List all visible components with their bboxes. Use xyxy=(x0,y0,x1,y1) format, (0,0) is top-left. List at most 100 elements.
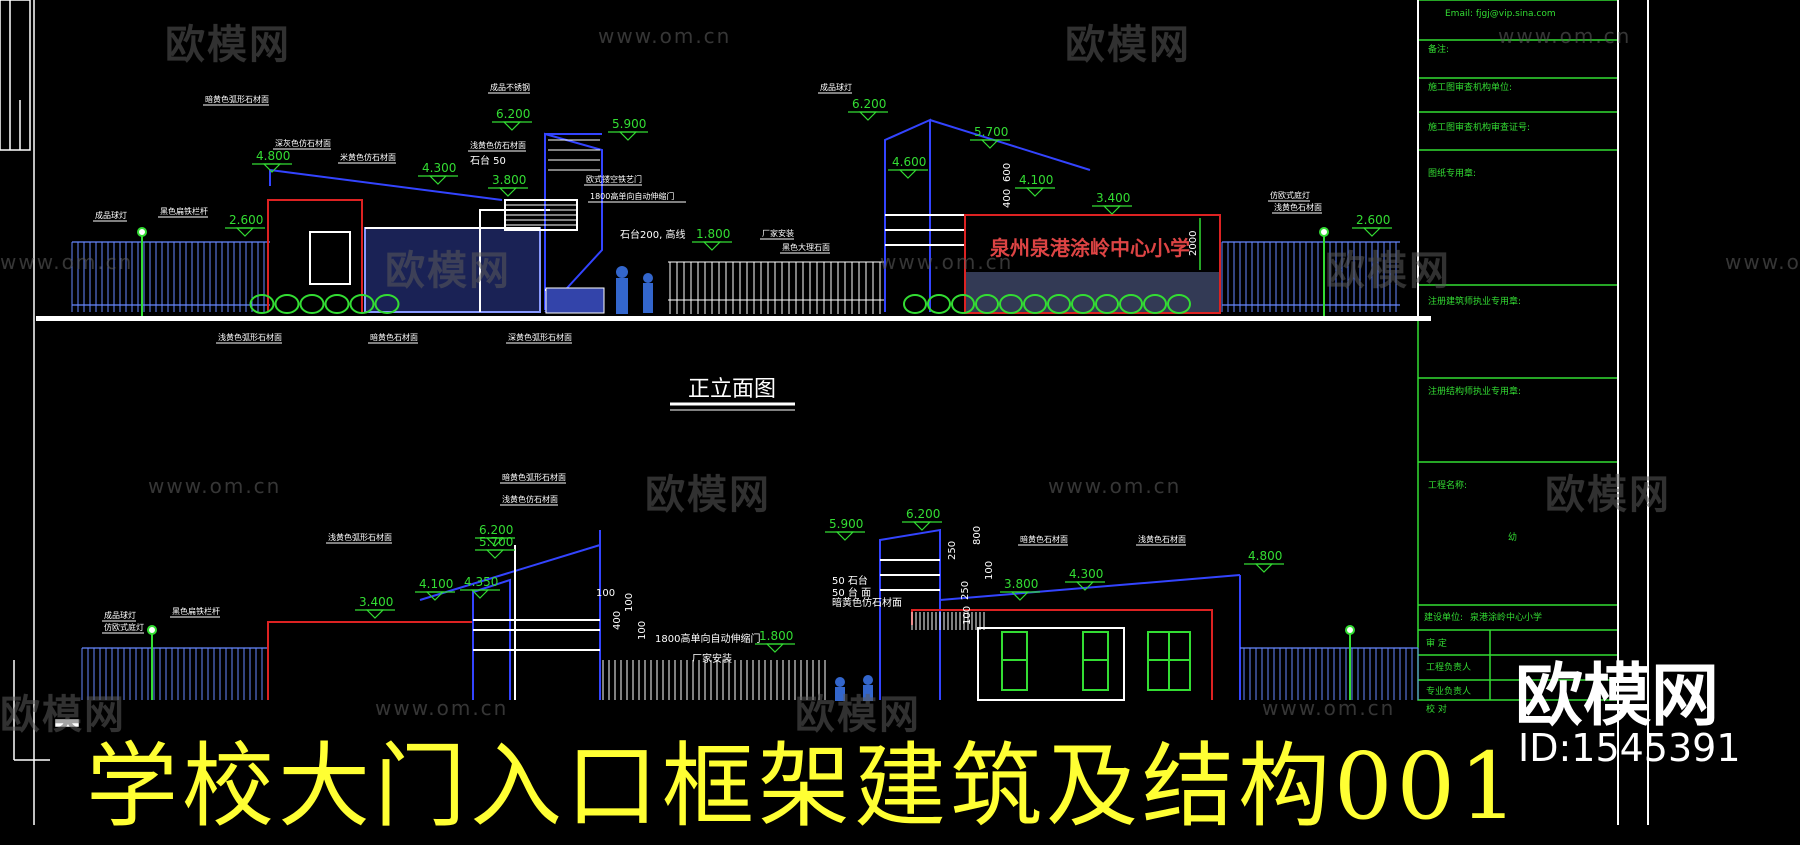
watermark-logo-4: 欧模网 xyxy=(1325,248,1451,294)
rear-level-label: 5.700 xyxy=(479,535,513,549)
rear-level-marker: 3.800 xyxy=(1000,577,1040,601)
rear-level-marker: 4.800 xyxy=(1244,549,1284,573)
front-annotation: 浅黄色仿石材面 xyxy=(470,140,526,150)
title-row-review-unit: 施工图审查机构单位: xyxy=(1428,81,1512,93)
front-level-marker: 6.200 xyxy=(848,97,888,121)
front-annotation: 仿欧式庭灯 xyxy=(1270,190,1310,200)
title-row-architect-seal: 注册建筑师执业专用章: xyxy=(1428,295,1521,307)
front-level-label: 2.600 xyxy=(229,213,263,227)
rear-dim-label: 100 xyxy=(962,606,973,625)
title-block-frame xyxy=(1417,0,1619,701)
rear-level-marker: 1.800 xyxy=(755,629,795,653)
hedge-shrub xyxy=(1119,294,1143,314)
rear-annotation: 浅黄色仿石材面 xyxy=(502,494,558,504)
rear-dim-label: 100 xyxy=(596,588,615,599)
hedge-shrub xyxy=(349,294,375,314)
front-level-label: 5.700 xyxy=(974,125,1008,139)
front-retractable-gate xyxy=(668,261,885,301)
cad-drawing: Email: fjgj@vip.sina.com 备注: 施工图审查机构单位: … xyxy=(0,0,1649,825)
rear-dim-label: 暗黄色仿石材面 xyxy=(832,596,902,609)
front-level-marker: 2.600 xyxy=(1352,213,1392,237)
hedge-shrub xyxy=(249,294,275,314)
rear-dim-label: 400 xyxy=(612,611,623,630)
front-left-fence xyxy=(72,241,270,306)
front-sign-text: 泉州泉港涂岭中心小学 xyxy=(989,236,1190,260)
rear-level-marker: 5.900 xyxy=(825,517,865,541)
title-row-structure-seal: 注册结构师执业专用章: xyxy=(1428,385,1521,397)
front-annotation: 深黄色弧形石材面 xyxy=(508,332,572,342)
hedge-shrub xyxy=(1167,294,1191,314)
front-level-label: 2.600 xyxy=(1356,213,1390,227)
front-level-marker: 4.600 xyxy=(888,155,928,179)
rear-annotation: 浅黄色石材面 xyxy=(1138,534,1186,544)
front-elevation-title: 正立面图 xyxy=(688,377,776,402)
watermark-url-6: www.om.cn xyxy=(148,474,282,498)
front-dim-400: 400 xyxy=(1002,189,1013,208)
rear-left-structure xyxy=(267,530,601,700)
title-sign-row-1: 审 定 xyxy=(1426,637,1447,649)
front-dim-stone50: 石台 50 xyxy=(470,154,506,167)
front-annotation: 成品不锈钢 xyxy=(490,82,530,92)
title-design-unit-label: 建设单位: xyxy=(1424,611,1463,623)
outer-frame xyxy=(1417,0,1649,825)
rear-annotation: 黑色扁铁栏杆 xyxy=(172,606,220,616)
rear-level-label: 3.400 xyxy=(359,595,393,609)
front-level-marker: 3.800 xyxy=(488,173,528,197)
rear-level-label: 4.350 xyxy=(464,575,498,589)
front-level-label: 3.800 xyxy=(492,173,526,187)
brand-id: ID:1545391 xyxy=(1518,726,1741,770)
front-level-marker: 4.300 xyxy=(418,161,458,185)
rear-dim-label: 厂家安装 xyxy=(692,652,732,665)
watermark-url-9: www.om.cn xyxy=(1262,696,1396,720)
front-sign-height: 2000 xyxy=(1188,231,1199,256)
title-block-text: Email: fjgj@vip.sina.com 备注: 施工图审查机构单位: … xyxy=(1424,9,1556,715)
rear-level-marker: 4.350 xyxy=(460,575,500,599)
rear-annotation: 浅黄色弧形石材面 xyxy=(328,532,392,542)
front-annotation: 浅黄色石材面 xyxy=(1274,202,1322,212)
watermark-logo-5: 欧模网 xyxy=(645,472,771,518)
hedge-shrub xyxy=(1071,294,1095,314)
front-elevation: 泉州泉港涂岭中心小学 2000 6.2005.9004.8004.3003.80… xyxy=(36,82,1431,344)
hedge-shrub xyxy=(324,294,350,314)
brand-logo: 欧模网 xyxy=(1515,657,1720,736)
rear-guardhouse xyxy=(911,609,1213,701)
front-level-label: 3.400 xyxy=(1096,191,1130,205)
rear-annotation: 仿欧式庭灯 xyxy=(104,622,144,632)
rear-level-label: 1.800 xyxy=(759,629,793,643)
front-annotation: 欧式镂空铁艺门 xyxy=(586,174,642,184)
front-level-label: 4.600 xyxy=(892,155,926,169)
front-annotation: 深灰色仿石材面 xyxy=(275,138,331,148)
rear-dim-label: 100 xyxy=(984,561,995,580)
hedge-shrub xyxy=(927,294,951,314)
front-dim-600: 600 xyxy=(1002,163,1013,182)
title-sign-row-4: 校 对 xyxy=(1426,703,1447,715)
title-project-label: 工程名称: xyxy=(1428,479,1467,491)
front-left-lamp xyxy=(137,227,147,316)
rear-level-label: 6.200 xyxy=(906,507,940,521)
rear-dim-label: 100 xyxy=(637,621,648,640)
title-row-review-number: 施工图审查机构审查证号: xyxy=(1428,121,1530,133)
hedge-shrub xyxy=(1047,294,1071,314)
title-row-remarks: 备注: xyxy=(1428,43,1449,55)
watermark-logo-8: 欧模网 xyxy=(795,692,921,738)
rear-dim-label: 100 xyxy=(624,593,635,612)
hedge-shrub xyxy=(1095,294,1119,314)
watermark-logo-6: 欧模网 xyxy=(1545,472,1671,518)
front-level-marker: 5.700 xyxy=(970,125,1010,149)
front-ground-line xyxy=(36,316,1431,321)
front-level-marker: 6.200 xyxy=(492,107,532,131)
watermark-logo-3: 欧模网 xyxy=(385,248,511,294)
front-people xyxy=(616,266,653,314)
hedge-shrub xyxy=(1143,294,1167,314)
front-dim-stone200: 石台200, 高线 xyxy=(620,228,685,241)
rear-people xyxy=(835,675,873,701)
rear-level-label: 4.300 xyxy=(1069,567,1103,581)
rear-level-marker: 6.200 xyxy=(902,507,942,531)
hedge-shrub xyxy=(299,294,325,314)
title-row-drawing-seal: 图纸专用章: xyxy=(1428,167,1476,179)
rear-level-marker: 3.400 xyxy=(355,595,395,619)
front-annotation: 成品球灯 xyxy=(820,82,852,92)
watermark-logo-2: 欧模网 xyxy=(1065,22,1191,68)
rear-level-label: 4.800 xyxy=(1248,549,1282,563)
watermark-url-4: www.om.cn xyxy=(880,250,1014,274)
